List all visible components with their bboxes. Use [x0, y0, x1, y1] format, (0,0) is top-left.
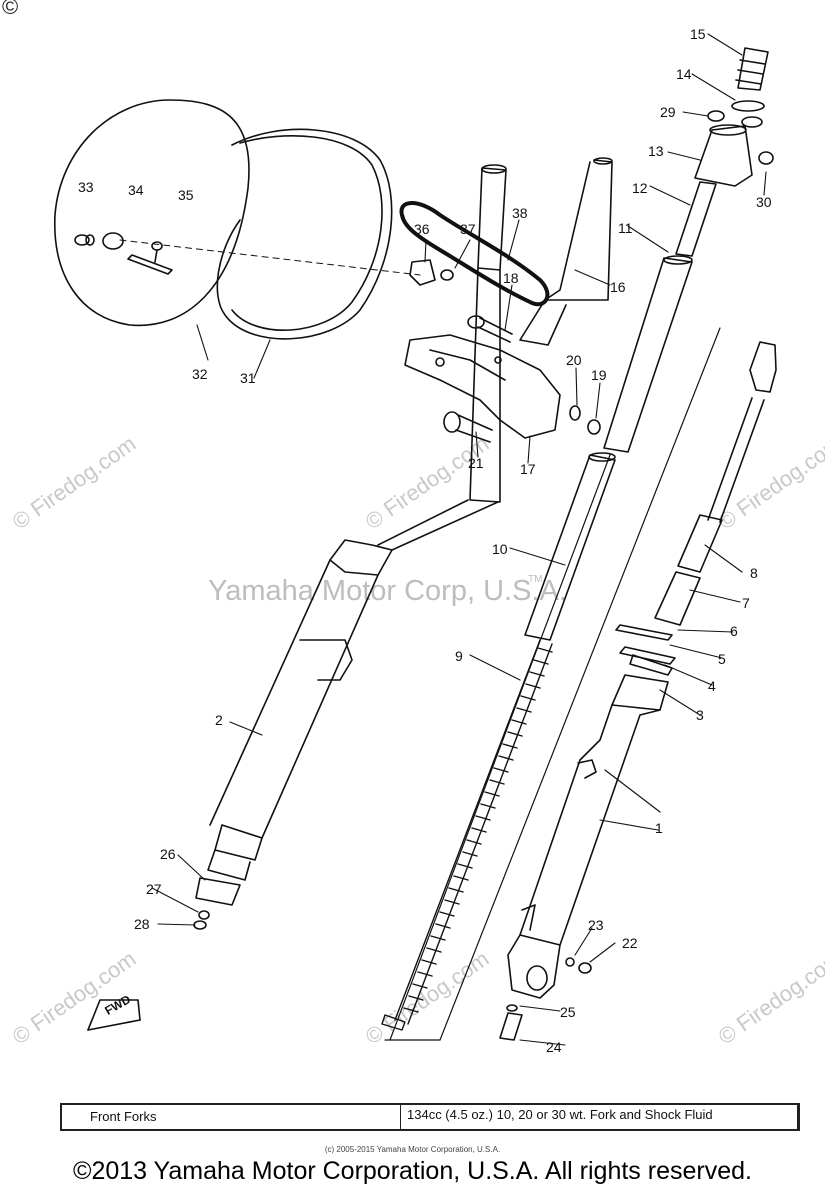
headlight-rim — [54, 99, 250, 327]
main-copyright: ©2013 Yamaha Motor Corporation, U.S.A. A… — [73, 1157, 752, 1185]
callout-21: 21 — [468, 455, 484, 471]
callout-11: 11 — [618, 220, 633, 236]
left-fork-tube — [207, 167, 507, 881]
callout-25: 25 — [560, 1004, 576, 1020]
callout-2: 2 — [215, 712, 223, 728]
rim-screw — [74, 234, 95, 246]
callout-33: 33 — [78, 179, 94, 195]
bracket-bolt — [443, 411, 493, 443]
callout-14: 14 — [676, 66, 692, 82]
callout-15: 15 — [690, 26, 706, 42]
callout-24: 24 — [546, 1039, 562, 1055]
callout-32: 32 — [192, 366, 208, 382]
callout-4: 4 — [708, 678, 716, 694]
section-line — [439, 327, 721, 1041]
callout-12: 12 — [632, 180, 648, 196]
callout-6: 6 — [730, 623, 738, 639]
front-fork-exploded-diagram — [54, 33, 777, 1046]
fork-cover — [694, 124, 753, 187]
callout-35: 35 — [178, 187, 194, 203]
piston-ring — [615, 624, 676, 676]
callout-36: 36 — [414, 221, 430, 237]
callout-3: 3 — [696, 707, 704, 723]
headlight-lens-ring — [216, 128, 393, 340]
inner-fork-tube — [524, 452, 616, 641]
trademark-mark: TM — [528, 574, 543, 585]
forward-arrow — [87, 999, 141, 1031]
piston-spacer — [654, 571, 701, 626]
callout-8: 8 — [750, 565, 758, 581]
left-fork-top — [481, 164, 507, 174]
callout-1: 1 — [655, 820, 663, 836]
callout-18: 18 — [503, 270, 519, 286]
small-copyright: (c) 2005-2015 Yamaha Motor Corporation, … — [324, 1145, 501, 1154]
yamaha-watermark: Yamaha Motor Corp, U.S.A. — [208, 575, 567, 607]
fluid-spec-table: Front Forks 134cc (4.5 oz.) 10, 20 or 30… — [60, 1103, 800, 1131]
callout-28: 28 — [134, 916, 150, 932]
right-inner-tube — [519, 157, 613, 346]
callout-37: 37 — [460, 221, 476, 237]
section-line — [389, 454, 611, 1041]
callout-10: 10 — [492, 541, 508, 557]
rim-washer — [102, 232, 124, 250]
cap-o-ring — [731, 100, 765, 112]
lower-bracket — [404, 334, 561, 439]
callout-38: 38 — [512, 205, 528, 221]
rim-clip — [127, 241, 173, 275]
damper-rod — [677, 341, 777, 573]
pinch-bolt — [467, 315, 513, 343]
fork-spring — [381, 639, 553, 1031]
bracket-washer — [569, 405, 601, 435]
spacer-tube — [675, 181, 717, 257]
callout-17: 17 — [520, 461, 536, 477]
callout-31: 31 — [240, 370, 256, 386]
callout-13: 13 — [648, 143, 664, 159]
callout-leaders — [151, 33, 767, 1046]
callout-22: 22 — [622, 935, 638, 951]
callout-19: 19 — [591, 367, 607, 383]
callout-29: 29 — [660, 104, 676, 120]
axle-holder — [193, 877, 241, 930]
callout-7: 7 — [742, 595, 750, 611]
callout-5: 5 — [718, 651, 726, 667]
callout-34: 34 — [128, 182, 144, 198]
cover-nut — [758, 151, 774, 165]
callout-20: 20 — [566, 352, 582, 368]
corner-copyright-mark: © — [2, 0, 19, 19]
callout-9: 9 — [455, 648, 463, 664]
callout-30: 30 — [756, 194, 772, 210]
fork-cap-bolt — [735, 47, 769, 91]
axle-bolt — [565, 957, 592, 974]
right-upper-tube — [603, 255, 693, 453]
alignment-line — [119, 239, 421, 276]
outer-fork-slider — [507, 674, 669, 999]
fluid-spec-cell: 134cc (4.5 oz.) 10, 20 or 30 wt. Fork an… — [407, 1107, 713, 1122]
callout-23: 23 — [588, 917, 604, 933]
callout-16: 16 — [610, 279, 626, 295]
callout-26: 26 — [160, 846, 176, 862]
callout-27: 27 — [146, 881, 162, 897]
drain-bolt — [499, 1004, 523, 1041]
table-divider — [400, 1105, 401, 1129]
part-name-cell: Front Forks — [90, 1109, 157, 1124]
wire-clamp — [409, 259, 454, 286]
